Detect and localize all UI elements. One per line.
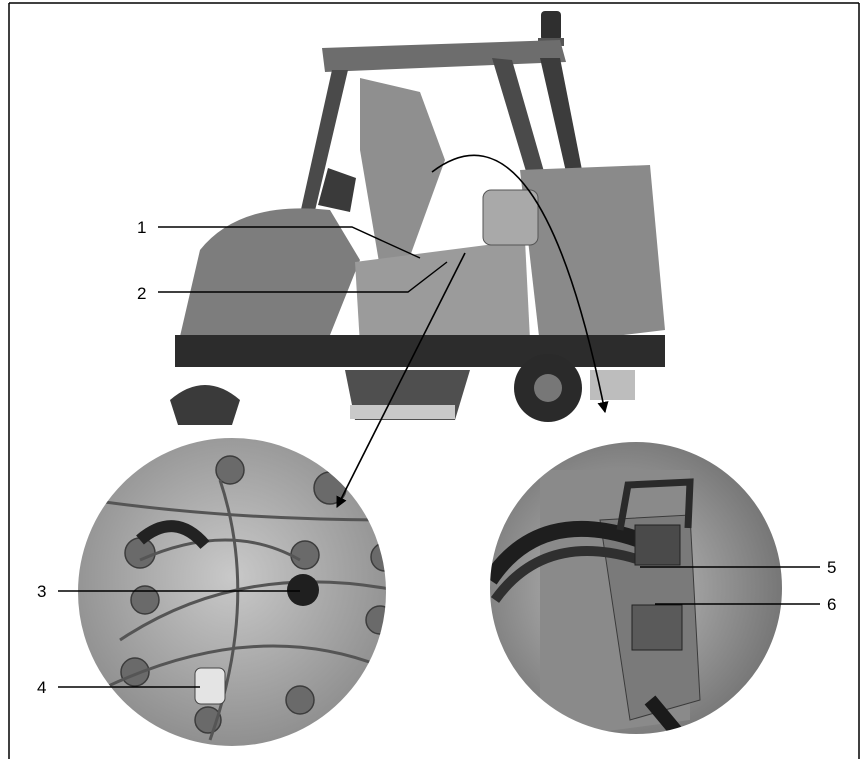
leader-2 — [158, 261, 448, 293]
callout-6: 6 — [827, 595, 836, 614]
callout-1: 1 — [137, 218, 146, 237]
connector-inset-border — [488, 440, 784, 736]
connector-detail-inset — [489, 441, 783, 735]
page-frame — [8, 2, 860, 759]
leader-1 — [158, 226, 421, 259]
sweeper-machine-illustration — [170, 11, 665, 425]
callout-leaders — [58, 226, 820, 688]
inset-arrows — [336, 154, 609, 509]
arrow-to-battery-inset — [336, 252, 466, 509]
callout-5: 5 — [827, 558, 836, 577]
callout-2: 2 — [137, 284, 146, 303]
arrow-to-connector-inset — [431, 154, 609, 414]
battery-inset-border — [76, 436, 388, 748]
battery-detail-inset — [77, 437, 387, 747]
callout-4: 4 — [37, 678, 46, 697]
callout-3: 3 — [37, 582, 46, 601]
